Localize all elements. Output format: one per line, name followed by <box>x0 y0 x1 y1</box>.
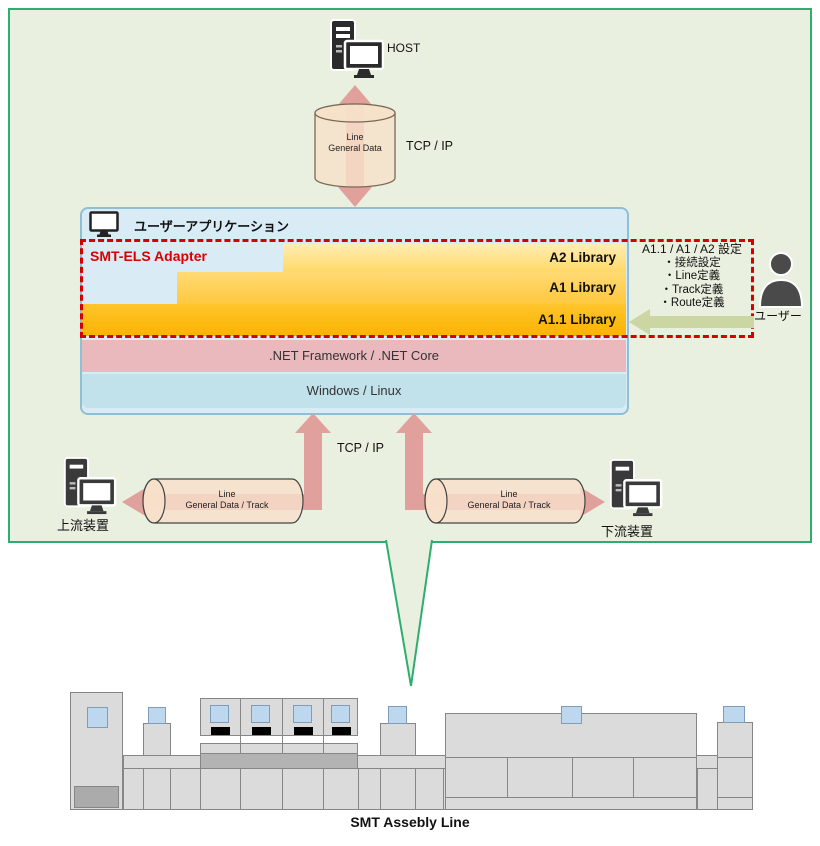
settings-note-item: ・Line定義 <box>663 270 721 282</box>
unloader-divider <box>717 757 753 758</box>
placement-divider <box>282 698 283 754</box>
base-divider <box>170 768 171 810</box>
unloader-divider <box>717 797 753 798</box>
adapter-scope-dashed-border <box>80 239 754 338</box>
oven-divider <box>507 757 508 798</box>
callout-funnel <box>385 539 433 687</box>
assembly-line-caption: SMT Assebly Line <box>350 814 470 830</box>
top-cylinder-text: Line General Data <box>314 132 396 154</box>
downstream-cyl-line1: Line <box>500 489 518 499</box>
machine-window <box>331 705 350 723</box>
settings-arrow <box>629 309 754 335</box>
placement-conveyor-dark-band <box>200 753 358 769</box>
smt-els-adapter-label: SMT-ELS Adapter <box>90 248 207 264</box>
machine-slot <box>211 727 230 735</box>
downstream-cylinder-text: Line General Data / Track <box>434 489 584 511</box>
upstream-device-icon <box>63 456 117 515</box>
downstream-device-label: 下流装置 <box>601 524 654 539</box>
reflow-oven-skirt <box>445 797 697 810</box>
machine-slot <box>252 727 271 735</box>
machine-window <box>723 706 745 723</box>
base-divider <box>380 768 381 810</box>
base-divider <box>358 768 359 810</box>
reflow-oven-lower <box>445 757 697 798</box>
machine-slot <box>332 727 351 735</box>
inspection-machine <box>380 723 416 756</box>
monitor-icon <box>89 211 119 237</box>
layer-a11-library: A1.1 Library <box>82 304 626 336</box>
top-cylinder-line2: General Data <box>328 143 382 153</box>
machine-window <box>148 707 166 724</box>
machine-window <box>87 707 108 728</box>
downstream-data-cylinder <box>424 478 586 524</box>
a2-library-label: A2 Library <box>549 250 616 265</box>
oven-divider <box>572 757 573 798</box>
downstream-device-icon <box>609 458 663 517</box>
host-computer-icon <box>330 19 384 78</box>
tcp-ip-bottom-label: TCP / IP <box>337 441 385 455</box>
user-icon <box>758 252 804 308</box>
host-label: HOST <box>387 41 421 55</box>
base-divider <box>697 768 698 810</box>
upstream-cyl-line2: General Data / Track <box>185 500 269 510</box>
app-box-title: ユーザーアプリケーション <box>134 219 289 234</box>
machine-window <box>388 706 407 724</box>
upstream-data-cylinder <box>142 478 304 524</box>
settings-note-item: ・Route定義 <box>659 297 725 309</box>
machine-window <box>293 705 312 723</box>
placement-divider <box>240 698 241 754</box>
line-general-data-store <box>314 103 396 188</box>
base-divider <box>282 768 283 810</box>
settings-note-item: ・Track定義 <box>660 283 724 296</box>
placement-divider <box>323 698 324 754</box>
unloader-machine <box>717 722 753 810</box>
loader-machine-drawer <box>74 786 119 808</box>
windows-linux-band: Windows / Linux <box>82 374 626 408</box>
top-cylinder-line1: Line <box>346 132 364 142</box>
user-label: ユーザー <box>754 309 802 323</box>
base-divider <box>200 768 201 810</box>
settings-note-item: ・接続設定 <box>663 256 721 269</box>
upstream-cylinder-text: Line General Data / Track <box>152 489 302 511</box>
printer-machine <box>143 723 171 756</box>
machine-window <box>561 706 582 724</box>
upstream-cyl-line1: Line <box>218 489 236 499</box>
base-divider <box>443 768 444 810</box>
a11-library-label: A1.1 Library <box>537 312 616 327</box>
base-divider <box>240 768 241 810</box>
base-divider <box>323 768 324 810</box>
machine-window <box>251 705 270 723</box>
downstream-cyl-line2: General Data / Track <box>467 500 551 510</box>
upstream-device-label: 上流装置 <box>57 518 110 533</box>
base-divider <box>415 768 416 810</box>
machine-slot <box>294 727 313 735</box>
settings-note-title: A1.1 / A1 / A2 設定 <box>641 242 743 256</box>
machine-window <box>210 705 229 723</box>
base-divider <box>143 768 144 810</box>
a1-library-label: A1 Library <box>549 280 616 295</box>
placement-white-band <box>200 735 358 744</box>
layer-a1-library: A1 Library <box>177 272 626 304</box>
layer-a2-library: A2 Library <box>283 244 626 272</box>
tcp-ip-top-label: TCP / IP <box>406 139 454 153</box>
dotnet-framework-band: .NET Framework / .NET Core <box>82 340 626 372</box>
settings-note: A1.1 / A1 / A2 設定 ・接続設定 ・Line定義 ・Track定義… <box>632 242 752 311</box>
oven-divider <box>633 757 634 798</box>
